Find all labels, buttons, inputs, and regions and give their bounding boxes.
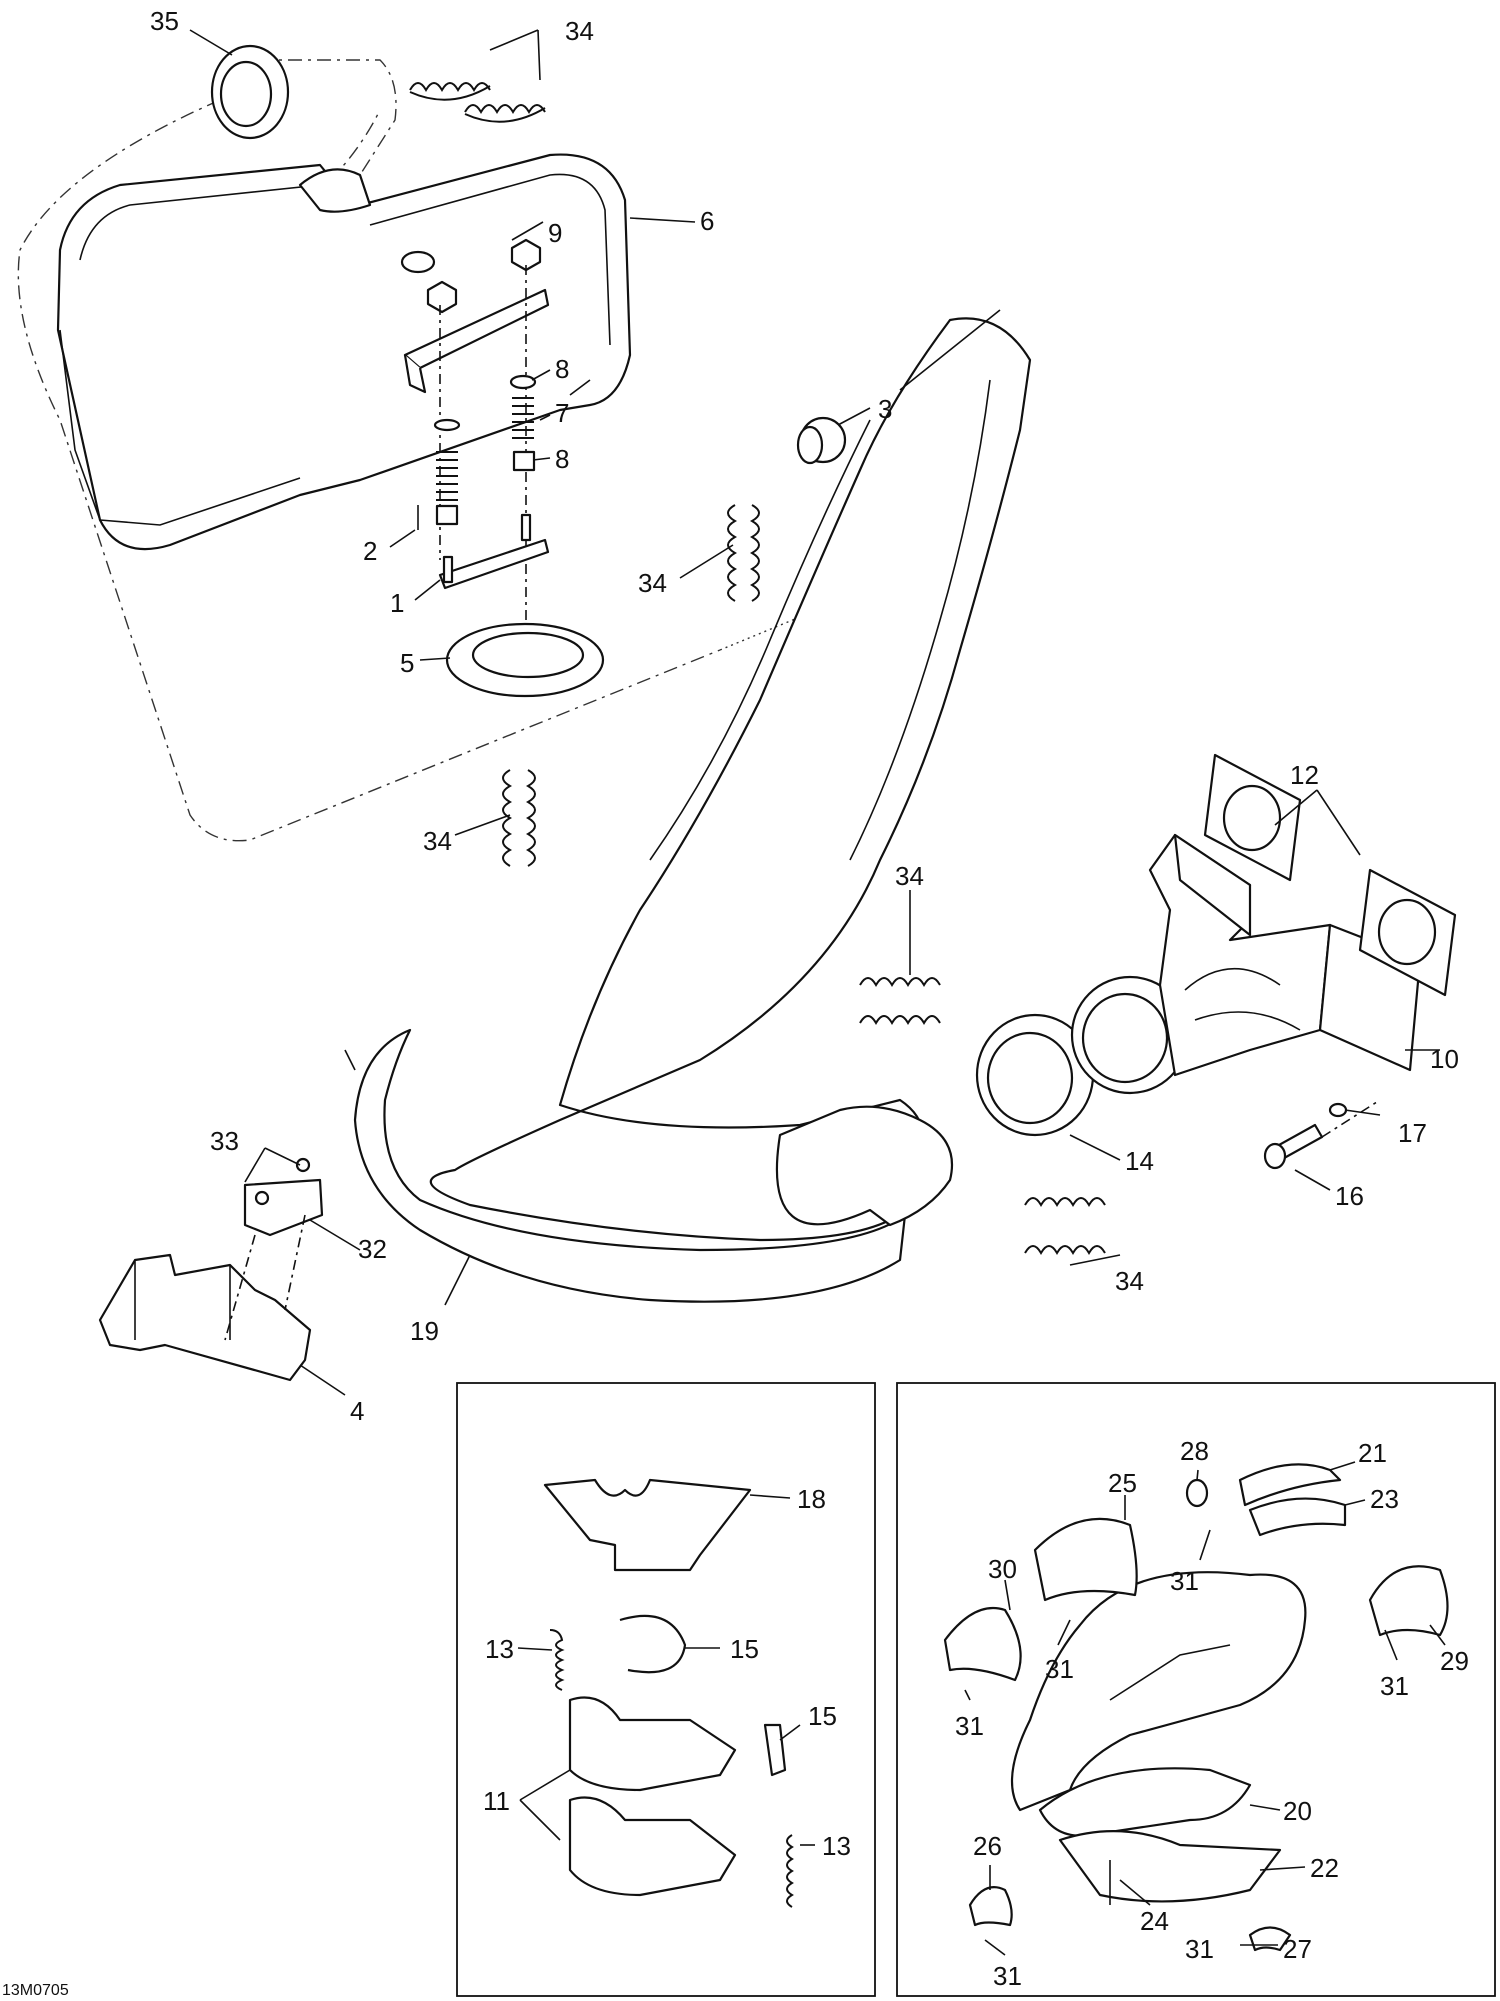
callout-12: 12 bbox=[1290, 760, 1319, 790]
callout-34-top: 34 bbox=[565, 16, 594, 46]
ring-14 bbox=[975, 1013, 1095, 1137]
callout-34-bottom: 34 bbox=[1115, 1266, 1144, 1296]
bolt-16 bbox=[1263, 1099, 1381, 1170]
drawing-reference: 13M0705 bbox=[2, 1982, 69, 1999]
mount-hardware bbox=[417, 374, 550, 590]
callout-1: 1 bbox=[390, 588, 404, 618]
spring-13-left bbox=[549, 1629, 565, 1691]
tuned-pipe-19 bbox=[344, 309, 1032, 1303]
spring-34-lower bbox=[502, 769, 536, 867]
callout-11: 11 bbox=[483, 1786, 510, 1816]
heat-shield-20 bbox=[1010, 1571, 1307, 1837]
callout-31-right: 31 bbox=[1380, 1671, 1409, 1701]
callout-15-right: 15 bbox=[808, 1701, 837, 1731]
callout-21: 21 bbox=[1358, 1438, 1387, 1468]
callout-24: 24 bbox=[1140, 1906, 1169, 1936]
callout-5: 5 bbox=[400, 648, 414, 678]
callout-32: 32 bbox=[358, 1234, 387, 1264]
callout-22: 22 bbox=[1310, 1853, 1339, 1883]
bracket-4 bbox=[98, 1253, 312, 1382]
detail-box-left bbox=[456, 1382, 876, 1997]
callout-10: 10 bbox=[1430, 1044, 1459, 1074]
ring-15-left bbox=[619, 1614, 687, 1674]
manifold-10 bbox=[1070, 833, 1422, 1095]
callout-34-lower: 34 bbox=[423, 826, 452, 856]
callout-13-left: 13 bbox=[485, 1634, 514, 1664]
clamp-30 bbox=[943, 1606, 1022, 1682]
clamp-29 bbox=[1368, 1565, 1449, 1637]
callout-35: 35 bbox=[150, 6, 179, 36]
gaskets-12 bbox=[1203, 753, 1457, 997]
callout-23: 23 bbox=[1370, 1484, 1399, 1514]
callout-18: 18 bbox=[797, 1484, 826, 1514]
callout-20: 20 bbox=[1283, 1796, 1312, 1826]
callout-31-foot: 31 bbox=[993, 1961, 1022, 1991]
callout-7: 7 bbox=[555, 398, 569, 428]
muffler-6 bbox=[56, 153, 632, 551]
callout-13-right: 13 bbox=[822, 1831, 851, 1861]
callout-28: 28 bbox=[1180, 1436, 1209, 1466]
callout-30: 30 bbox=[988, 1554, 1017, 1584]
clamp-26 bbox=[968, 1886, 1013, 1927]
gasket-ring-35 bbox=[210, 44, 290, 140]
callout-31-bottom: 31 bbox=[1185, 1934, 1214, 1964]
bracket-nuts-9 bbox=[403, 238, 550, 660]
insulator-11 bbox=[568, 1696, 737, 1897]
callout-4: 4 bbox=[350, 1396, 364, 1426]
spring-13-right bbox=[786, 1834, 794, 1908]
clamp-25 bbox=[1033, 1517, 1138, 1602]
callout-31-left: 31 bbox=[955, 1711, 984, 1741]
callout-8-upper: 8 bbox=[555, 354, 569, 384]
callout-6: 6 bbox=[700, 206, 714, 236]
callout-29: 29 bbox=[1440, 1646, 1469, 1676]
detail-box-right bbox=[896, 1382, 1496, 1997]
callout-14: 14 bbox=[1125, 1146, 1154, 1176]
callout-25: 25 bbox=[1108, 1468, 1137, 1498]
springs-34-top bbox=[409, 82, 546, 123]
callout-34-joint: 34 bbox=[895, 861, 924, 891]
callout-27: 27 bbox=[1283, 1934, 1312, 1964]
callout-17: 17 bbox=[1398, 1118, 1427, 1148]
callout-3: 3 bbox=[878, 394, 892, 424]
shield-22 bbox=[1058, 1830, 1282, 1903]
springs-34-joint bbox=[859, 977, 941, 1026]
callout-33: 33 bbox=[210, 1126, 239, 1156]
callout-16: 16 bbox=[1335, 1181, 1364, 1211]
callout-31-top: 31 bbox=[1170, 1566, 1199, 1596]
callout-9: 9 bbox=[548, 218, 562, 248]
callout-34-mid: 34 bbox=[638, 568, 667, 598]
shield-21-23 bbox=[1238, 1463, 1347, 1537]
callout-19: 19 bbox=[410, 1316, 439, 1346]
callout-31-mid: 31 bbox=[1045, 1654, 1074, 1684]
springs-34-bottom bbox=[1024, 1197, 1106, 1256]
callout-2: 2 bbox=[363, 536, 377, 566]
heat-shield-18 bbox=[543, 1478, 752, 1572]
rubber-mount-3 bbox=[796, 416, 847, 465]
callout-26: 26 bbox=[973, 1831, 1002, 1861]
ring-28 bbox=[1185, 1478, 1209, 1508]
plate-32 bbox=[224, 1157, 324, 1341]
grommet-5 bbox=[445, 622, 605, 698]
leader-lines bbox=[189, 29, 1446, 1956]
spring-34-mid bbox=[727, 504, 760, 602]
clip-15-right bbox=[763, 1723, 787, 1777]
callout-8-lower: 8 bbox=[555, 444, 569, 474]
callout-15-left: 15 bbox=[730, 1634, 759, 1664]
